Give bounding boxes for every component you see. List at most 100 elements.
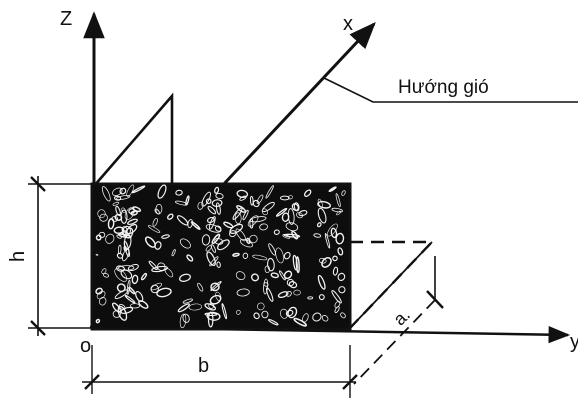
pebble bbox=[332, 266, 339, 276]
pebble bbox=[293, 317, 307, 327]
pebble bbox=[95, 253, 99, 256]
pebble bbox=[209, 294, 222, 305]
pebble bbox=[97, 209, 106, 219]
pebble bbox=[317, 207, 327, 224]
pebble bbox=[235, 228, 247, 242]
pebble bbox=[116, 195, 131, 200]
pebble bbox=[190, 221, 201, 231]
pebble bbox=[214, 238, 224, 245]
wind-profile-triangle bbox=[93, 92, 174, 187]
pebble bbox=[197, 201, 204, 210]
depth-label: a. bbox=[389, 305, 414, 330]
pebble bbox=[324, 233, 331, 249]
pebble bbox=[117, 233, 132, 239]
pebble bbox=[259, 223, 268, 231]
pebble bbox=[130, 303, 140, 309]
pebble bbox=[287, 195, 293, 200]
pebble bbox=[275, 207, 288, 217]
pebble bbox=[334, 300, 341, 308]
pebble bbox=[215, 192, 224, 200]
pebble bbox=[151, 265, 168, 273]
pebble bbox=[126, 184, 135, 197]
pebble bbox=[186, 254, 194, 262]
depth-tick bbox=[426, 290, 444, 309]
wind-direction-label: Hướng gió bbox=[398, 77, 489, 98]
pebble bbox=[209, 256, 219, 267]
pebble bbox=[132, 206, 142, 213]
depth-face-dashed bbox=[349, 240, 435, 329]
pebble bbox=[296, 212, 303, 219]
pebble bbox=[119, 187, 127, 195]
pebble bbox=[334, 306, 340, 314]
pebble bbox=[235, 271, 246, 280]
pebble bbox=[112, 201, 120, 206]
pebble bbox=[341, 190, 346, 196]
pebble bbox=[105, 233, 115, 244]
pebble bbox=[118, 303, 126, 311]
pebble bbox=[267, 257, 275, 272]
pebble bbox=[313, 233, 322, 238]
depth-dimension-diagonal bbox=[353, 299, 436, 385]
pebble bbox=[236, 189, 249, 198]
pebble bbox=[121, 226, 128, 233]
pebble bbox=[252, 199, 260, 208]
pebble bbox=[321, 315, 329, 322]
pebble bbox=[253, 312, 260, 320]
pebble bbox=[127, 218, 138, 225]
pebble bbox=[318, 294, 325, 301]
pebble bbox=[116, 283, 126, 293]
pebble bbox=[321, 256, 332, 268]
z-axis-label: Z bbox=[60, 8, 72, 30]
pebble bbox=[249, 216, 267, 223]
pebble bbox=[303, 189, 312, 197]
pebble bbox=[197, 282, 204, 292]
pebble bbox=[236, 205, 247, 213]
pebble-texture bbox=[95, 184, 346, 329]
pebble bbox=[210, 280, 222, 292]
pebble bbox=[337, 247, 344, 256]
pebble bbox=[257, 302, 265, 311]
pebble bbox=[122, 249, 130, 262]
pebble bbox=[214, 225, 222, 232]
pebble-block bbox=[90, 182, 352, 331]
pebble bbox=[211, 233, 221, 245]
pebble bbox=[215, 291, 222, 302]
pebble bbox=[249, 234, 258, 244]
pebble bbox=[120, 269, 133, 280]
pebble bbox=[179, 238, 191, 249]
pebble bbox=[167, 213, 174, 220]
pebble bbox=[210, 244, 217, 253]
pebble bbox=[157, 184, 167, 199]
pebble bbox=[275, 247, 284, 264]
pebble bbox=[150, 282, 163, 291]
pebble bbox=[204, 303, 217, 311]
pebble bbox=[216, 261, 221, 268]
width-label: b bbox=[198, 355, 209, 377]
pebble bbox=[261, 201, 275, 213]
pebble bbox=[331, 207, 343, 213]
pebble bbox=[217, 239, 230, 251]
pebble bbox=[330, 227, 338, 239]
pebble bbox=[127, 263, 139, 272]
pebble bbox=[268, 243, 276, 256]
pebble bbox=[147, 225, 161, 233]
pebble bbox=[236, 288, 250, 297]
pebble bbox=[102, 273, 110, 278]
pebble bbox=[131, 274, 139, 285]
pebble bbox=[291, 230, 299, 240]
pebble bbox=[283, 270, 293, 280]
pebble bbox=[232, 252, 240, 257]
pebble bbox=[223, 221, 234, 229]
pebble bbox=[171, 249, 176, 257]
pebble bbox=[111, 215, 119, 222]
pebble bbox=[210, 282, 220, 292]
height-label: h bbox=[7, 251, 29, 262]
pebble bbox=[273, 229, 280, 235]
pebble bbox=[270, 272, 280, 279]
x-axis-label: x bbox=[343, 13, 353, 35]
pebble bbox=[201, 191, 211, 207]
pebble bbox=[338, 286, 346, 294]
pebble bbox=[261, 310, 269, 319]
pebble bbox=[140, 272, 148, 281]
pebble bbox=[236, 309, 241, 315]
